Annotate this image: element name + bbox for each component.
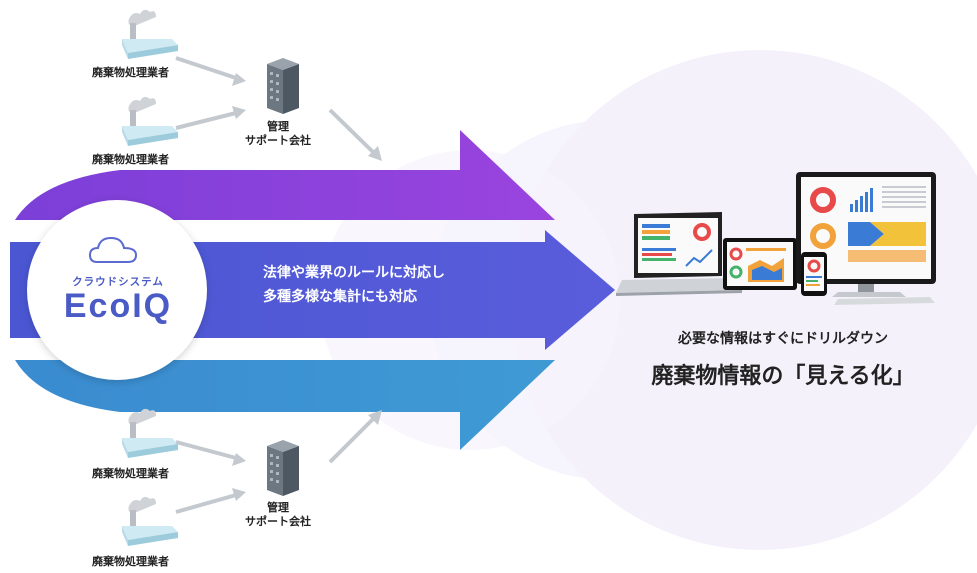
top-support-line1: 管理 (267, 120, 289, 133)
bottom-support-line2: サポート会社 (245, 515, 311, 528)
factory-icon (122, 9, 178, 59)
ecoiq-subtitle: クラウドシステム (72, 276, 164, 288)
monitor-icon (796, 172, 936, 297)
band-bottom-arrow (15, 360, 555, 450)
factory-icon (122, 496, 178, 546)
top-vendor-label-1: 廃棄物処理業者 (92, 66, 169, 79)
band-top-arrow (15, 130, 555, 220)
bottom-support-label: 管理 サポート会社 (238, 501, 318, 529)
bottom-vendor-label-2: 廃棄物処理業者 (92, 555, 169, 568)
building-icon (267, 440, 299, 496)
factory-icon (122, 96, 178, 146)
ecoiq-circle (27, 200, 207, 380)
flow-arrows-top (175, 56, 382, 161)
tablet-icon (723, 238, 797, 290)
cloud-icon (88, 236, 138, 263)
band-text-line1: 法律や業界のルールに対応し (263, 265, 445, 281)
top-support-line2: サポート会社 (245, 134, 311, 147)
bottom-support-line1: 管理 (267, 501, 289, 514)
top-vendor-label-2: 廃棄物処理業者 (92, 153, 169, 166)
laptop-icon (616, 212, 742, 296)
smartphone-icon (801, 252, 827, 296)
ecoiq-name: EcoIQ (63, 287, 173, 325)
factory-icon (122, 408, 178, 458)
result-subtitle: 必要な情報はすぐにドリルダウン (678, 331, 888, 347)
bottom-vendor-label-1: 廃棄物処理業者 (92, 467, 169, 480)
building-icon (267, 58, 299, 114)
top-support-label: 管理 サポート会社 (238, 120, 318, 148)
band-text-line2: 多種多様な集計にも対応 (263, 289, 417, 305)
result-title: 廃棄物情報の「見える化」 (651, 364, 915, 389)
flow-arrows-bottom (175, 410, 382, 514)
keyboard-icon (834, 297, 935, 305)
